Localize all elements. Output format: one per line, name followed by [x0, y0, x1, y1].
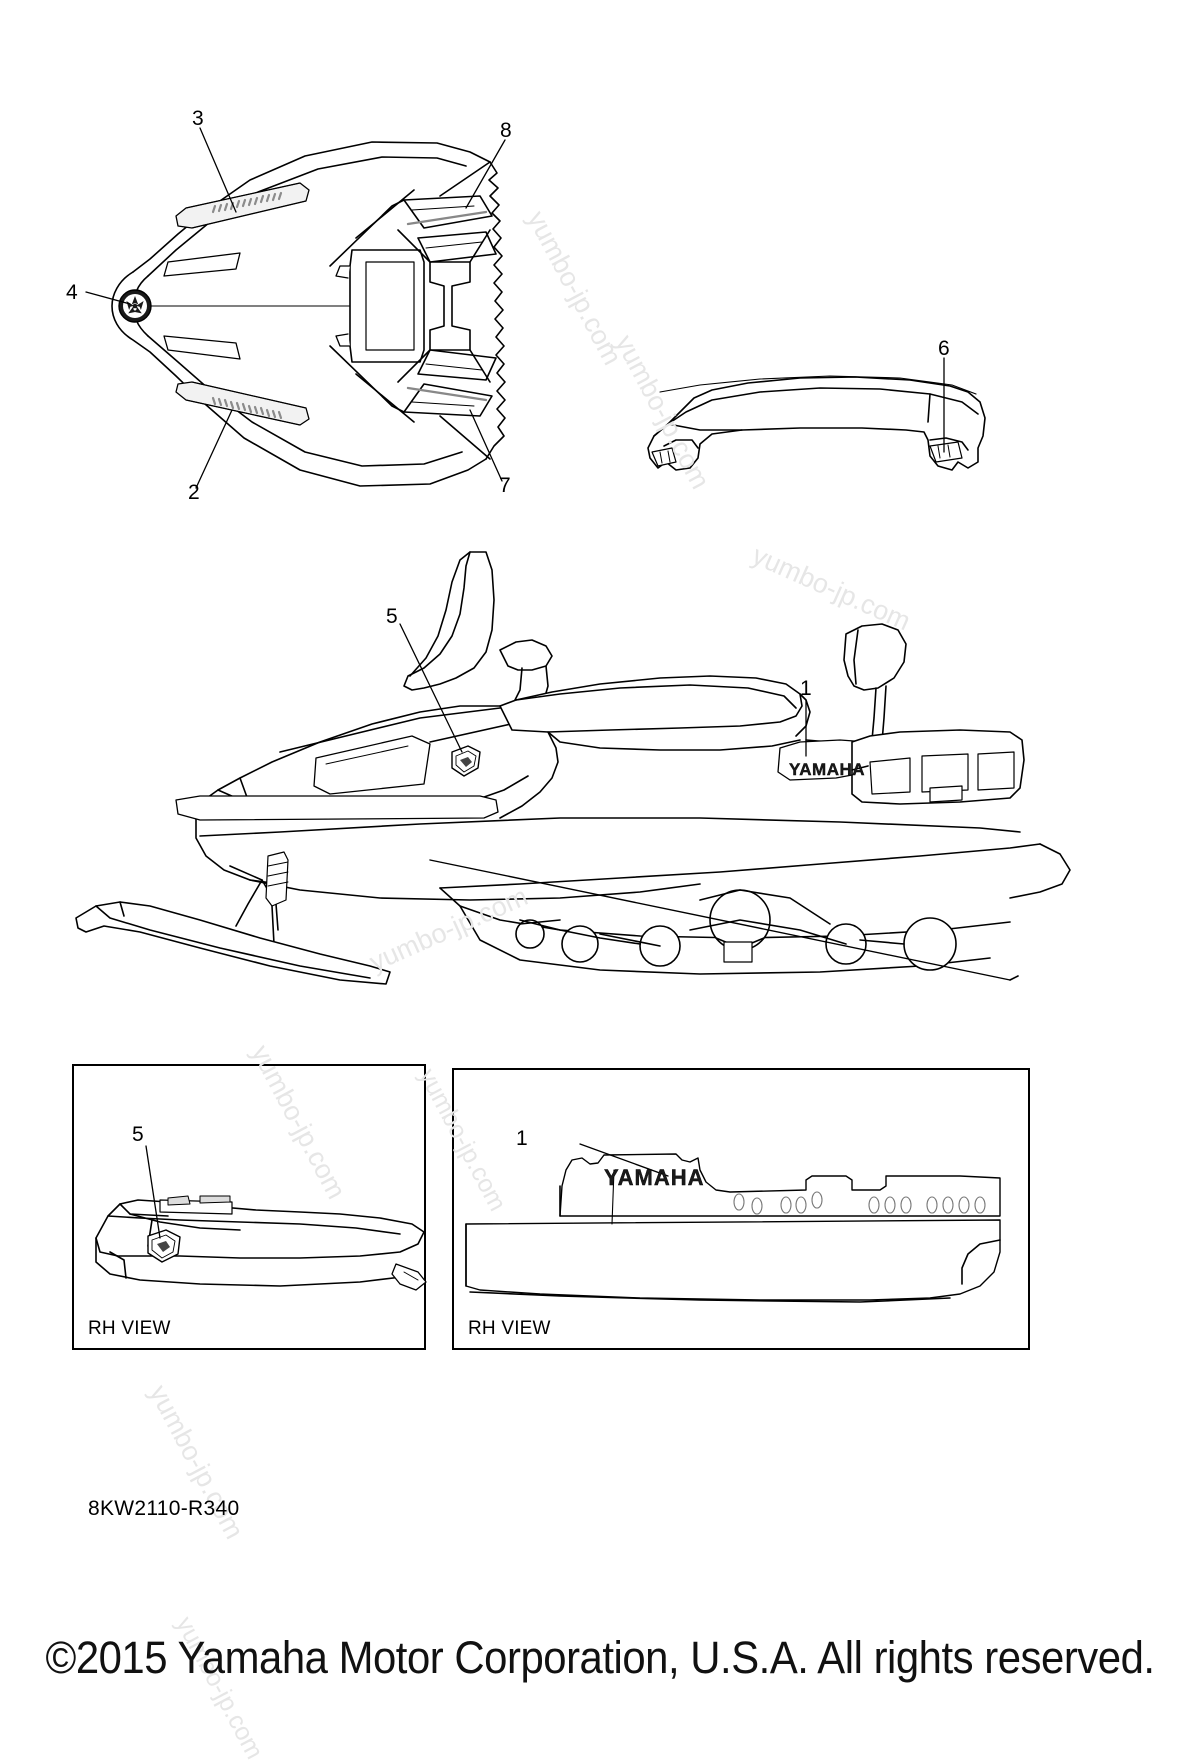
windshield-panel [647, 375, 986, 471]
callout-2: 2 [188, 481, 200, 504]
inset-label-left: RH VIEW [88, 1318, 171, 1339]
snowmobile-side-view [75, 551, 1071, 985]
callout-1-inset: 1 [516, 1127, 528, 1150]
yamaha-tuning-fork-emblem [118, 289, 152, 323]
callout-1: 1 [800, 677, 812, 700]
callout-leader-inset-5 [145, 1145, 161, 1239]
callout-8: 8 [500, 119, 512, 142]
inset-box-left [72, 1064, 426, 1350]
inset-emblem-5 [147, 1229, 181, 1263]
inset-label-right: RH VIEW [468, 1318, 551, 1339]
callout-3: 3 [192, 107, 204, 130]
side-emblem-5 [451, 745, 481, 777]
part-number-label: 8KW2110-R340 [88, 1497, 240, 1520]
callout-leaders-hood [85, 127, 506, 489]
inset-left-art [95, 1195, 427, 1291]
inset-right-art [465, 1153, 1001, 1303]
inset-box-right [452, 1068, 1030, 1350]
callout-leader-inset-1 [579, 1143, 669, 1177]
callout-5: 5 [386, 605, 398, 628]
callout-4: 4 [66, 281, 78, 304]
yamaha-decal-seat: YAMAHA [789, 760, 866, 779]
callout-leaders-middle [399, 623, 807, 757]
callout-7: 7 [499, 474, 511, 497]
yamaha-decal-strip: YAMAHA [604, 1165, 705, 1190]
diagram-artwork [75, 127, 1071, 1303]
callout-5-inset: 5 [132, 1123, 144, 1146]
callout-6: 6 [938, 337, 950, 360]
copyright-notice: ©2015 Yamaha Motor Corporation, U.S.A. A… [45, 1632, 1155, 1683]
hood-top-view [111, 141, 506, 487]
